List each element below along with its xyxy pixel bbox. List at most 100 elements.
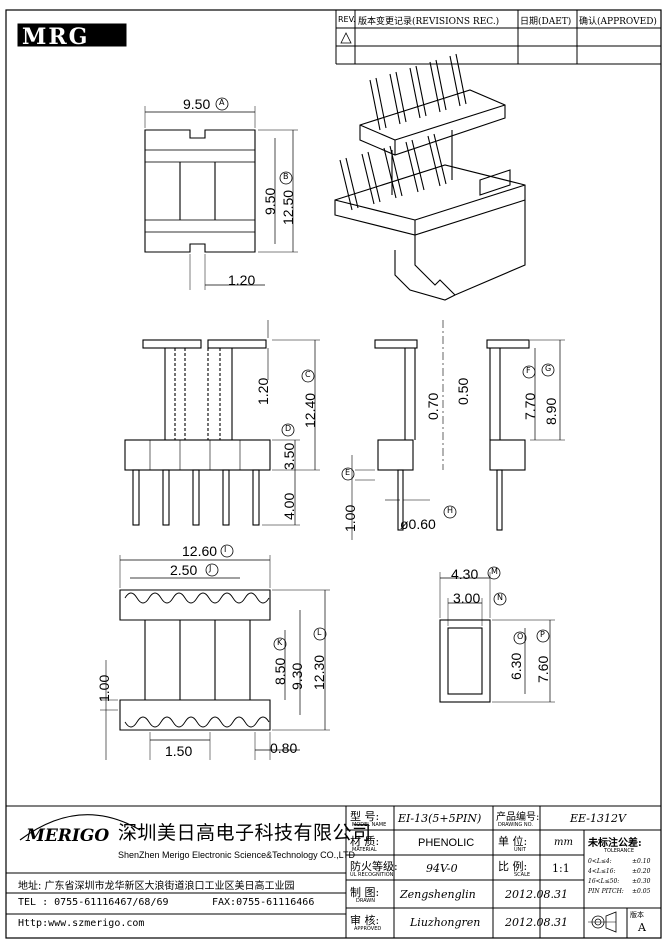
drawing-label-en: DRAWING NO. bbox=[498, 822, 533, 828]
date-header: 日期(DAET) bbox=[520, 17, 572, 27]
scale-value: 1:1 bbox=[552, 862, 570, 875]
tolerance-table: 0<L≤4:±0.10 4<L≤16: ±0.20 16<L≤50: ±0.30 P… bbox=[588, 857, 660, 897]
dim-section-h1: 6.30 bbox=[508, 652, 524, 680]
dim-section-h2: 7.60 bbox=[535, 655, 551, 683]
dim-section-w1: 4.30 bbox=[451, 566, 479, 582]
tolerance-row: 0<L≤4:±0.10 bbox=[588, 857, 660, 867]
section-view bbox=[439, 572, 555, 703]
dim-bottom-left: 1.00 bbox=[96, 674, 112, 702]
dim-bottom-slot: 2.50 bbox=[170, 562, 198, 578]
fire-value: 94V-0 bbox=[426, 862, 458, 875]
model-value: EI-13(5+5PIN) bbox=[398, 812, 482, 825]
bottom-view bbox=[100, 555, 330, 760]
company-name-en: ShenZhen Merigo Electronic Science&Techn… bbox=[118, 850, 355, 860]
tolerance-title: 未标注公差: bbox=[588, 838, 642, 849]
approved-label: 审 核: bbox=[350, 914, 380, 927]
dim-front-base: 3.50 bbox=[281, 442, 297, 470]
tag-j: J bbox=[209, 564, 212, 573]
dim-side-h1: 7.70 bbox=[522, 392, 538, 420]
dim-top-width: 9.50 bbox=[183, 96, 211, 112]
approve-header: 确认(APPROVED) bbox=[579, 17, 657, 27]
tolerance-range: 0<L≤4: bbox=[588, 858, 612, 865]
company-address: 地址: 广东省深圳市龙华新区大浪街道浪口工业区美日高工业园 bbox=[18, 881, 295, 892]
tag-c: C bbox=[305, 370, 311, 379]
drawn-label-en: DRAWN bbox=[356, 898, 375, 904]
tag-l: L bbox=[317, 628, 322, 637]
company-logo: MERIGO bbox=[26, 826, 110, 846]
company-name-cn: 深圳美日高电子科技有限公司 bbox=[118, 822, 372, 844]
tolerance-range: PIN PITCH: bbox=[588, 888, 624, 895]
dimension-tags bbox=[205, 97, 555, 651]
tolerance-sub: TOLERANCE bbox=[604, 848, 635, 854]
tag-h: H bbox=[447, 506, 454, 515]
tag-i: I bbox=[224, 545, 227, 554]
drawn-value: Zengshenglin bbox=[400, 888, 476, 901]
company-web: Http:www.szmerigo.com bbox=[18, 918, 145, 929]
tolerance-range: 16<L≤50: bbox=[588, 878, 620, 885]
dim-pin-dia: ø0.60 bbox=[400, 516, 436, 532]
material-label-en: MATERIAL bbox=[352, 847, 377, 853]
scale-label: 比 例: bbox=[498, 860, 528, 873]
dim-front-pin: 4.00 bbox=[281, 492, 297, 520]
scale-label-en: SCALE bbox=[514, 872, 531, 878]
sheet-label: 版本 bbox=[630, 911, 644, 919]
tag-a: A bbox=[219, 98, 225, 107]
fire-label-en: UL RECOGNITION bbox=[350, 872, 394, 878]
material-value: PHENOLIC bbox=[418, 837, 475, 849]
dim-front-height: 12.40 bbox=[302, 392, 318, 428]
drawn-label: 制 图: bbox=[350, 886, 380, 899]
dim-side-wall1: 0.70 bbox=[425, 392, 441, 420]
dim-bottom-edge: 0.80 bbox=[270, 740, 298, 756]
model-label-en: MODEL NAME bbox=[352, 822, 387, 828]
dim-top-h1: 9.50 bbox=[262, 187, 278, 215]
dim-bottom-h3: 12.30 bbox=[311, 654, 327, 690]
drawing-label: 产品编号: bbox=[496, 812, 540, 823]
tolerance-row: PIN PITCH: ±0.05 bbox=[588, 887, 660, 897]
front-view bbox=[124, 320, 320, 526]
side-view bbox=[351, 320, 565, 540]
tolerance-row: 4<L≤16: ±0.20 bbox=[588, 867, 660, 877]
tolerance-value: ±0.30 bbox=[632, 878, 651, 885]
dim-pin-offset: 1.00 bbox=[342, 504, 358, 532]
logo-block bbox=[17, 23, 127, 47]
tolerance-range: 4<L≤16: bbox=[588, 868, 616, 875]
dim-top-gap: 1.20 bbox=[228, 272, 256, 288]
tag-n: N bbox=[497, 593, 503, 602]
drawing-value: EE-1312V bbox=[570, 812, 626, 825]
tolerance-value: ±0.05 bbox=[632, 888, 651, 895]
top-view bbox=[144, 106, 298, 290]
dim-front-flange: 1.20 bbox=[255, 377, 271, 405]
material-label: 材 质: bbox=[350, 835, 380, 848]
tolerance-row: 16<L≤50: ±0.30 bbox=[588, 877, 660, 887]
unit-label-en: UNIT bbox=[514, 847, 526, 853]
isometric-view bbox=[334, 53, 526, 301]
dim-top-h2: 12.50 bbox=[280, 189, 296, 225]
record-header: 版本变更记录(REVISIONS REC.) bbox=[358, 17, 500, 27]
dim-bottom-h1: 8.50 bbox=[272, 657, 288, 685]
tag-b: B bbox=[283, 172, 289, 181]
tag-e: E bbox=[345, 468, 351, 477]
dim-side-h2: 8.90 bbox=[543, 397, 559, 425]
dim-bottom-pitch: 1.50 bbox=[165, 743, 193, 759]
tolerance-value: ±0.20 bbox=[632, 868, 651, 875]
title-block bbox=[6, 805, 661, 938]
approved-label-en: APPROVED bbox=[354, 926, 382, 932]
unit-label: 单 位: bbox=[498, 835, 528, 848]
model-label: 型 号: bbox=[350, 810, 380, 823]
revision-table bbox=[335, 10, 661, 65]
dim-section-w2: 3.00 bbox=[453, 590, 481, 606]
dim-bottom-width: 12.60 bbox=[182, 543, 218, 559]
drawn-date: 2012.08.31 bbox=[505, 888, 568, 901]
tag-d: D bbox=[285, 424, 292, 433]
approved-date: 2012.08.31 bbox=[505, 916, 568, 929]
approved-value: Liuzhongren bbox=[410, 916, 481, 929]
dim-side-wall2: 0.50 bbox=[455, 377, 471, 405]
outer-frame bbox=[5, 9, 662, 939]
dim-bottom-h2: 9.30 bbox=[289, 662, 305, 690]
company-fax: FAX:0755-61116466 bbox=[212, 897, 315, 908]
unit-value: mm bbox=[554, 837, 573, 848]
tag-k: K bbox=[277, 638, 283, 647]
tag-g: G bbox=[545, 364, 552, 373]
